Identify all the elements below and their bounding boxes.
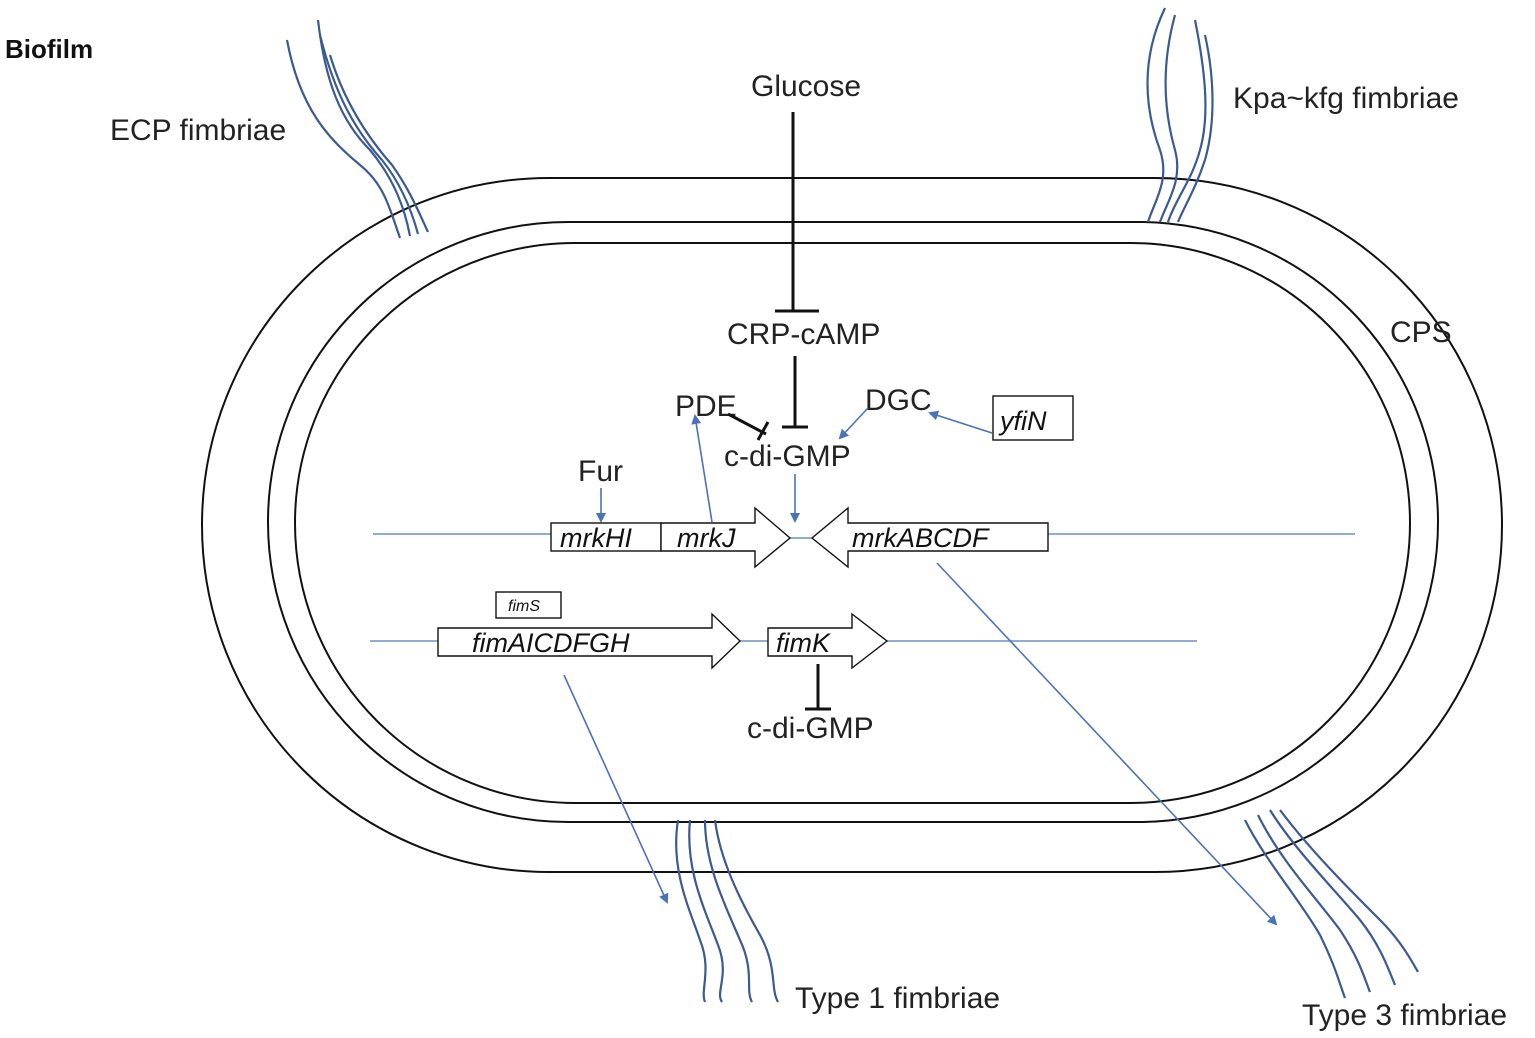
mrkj-to-pde-arrow [691, 414, 713, 523]
type3-fimbriae-label: Type 3 fimbriae [1302, 999, 1507, 1032]
c-di-gmp-bottom-label: c-di-GMP [747, 712, 874, 745]
mrkabcdf-gene-arrow [810, 506, 1049, 569]
glucose-label: Glucose [751, 70, 861, 103]
fimk-gene-arrow [767, 612, 889, 670]
ecp-fimbriae-label: ECP fimbriae [110, 114, 286, 147]
kpa-kfg-fimbriae-strands [1146, 7, 1214, 223]
c-di-gmp-top-label: c-di-GMP [724, 440, 851, 473]
type1-fimbriae-label: Type 1 fimbriae [795, 982, 1000, 1015]
fimaicdfgh-gene-arrow [437, 612, 742, 670]
fur-label: Fur [578, 455, 623, 488]
fimk-gene-label: fimK [776, 628, 831, 658]
fimaicdfgh-gene-label: fimAICDFGH [472, 628, 630, 658]
fims-gene-box [495, 591, 562, 619]
crp-camp-label: CRP-cAMP [727, 318, 880, 351]
mrkj-gene-label: mrkJ [677, 523, 736, 553]
dgc-activates-cdigmp-arrow [838, 407, 869, 440]
pde-inhibition-bar [756, 421, 770, 441]
mrkhi-gene-label: mrkHI [560, 523, 632, 553]
diagram-title: Biofilm [5, 34, 93, 64]
cps-label: CPS [1390, 316, 1452, 349]
pde-label: PDE [675, 390, 737, 423]
fims-gene-label: fimS [508, 598, 540, 615]
yfin-to-dgc-arrow [928, 410, 993, 434]
type1-fimbriae-strands [675, 819, 779, 1003]
cell-envelope [201, 177, 1503, 873]
yfin-gene-box [992, 395, 1074, 441]
dgc-label: DGC [865, 384, 932, 417]
mrk-to-type3-fimbriae-arrow [936, 562, 1278, 926]
middle-membrane [267, 221, 1439, 823]
type3-fimbriae-strands [1244, 809, 1419, 999]
kpa-kfg-fimbriae-label: Kpa~kfg fimbriae [1233, 82, 1459, 115]
yfin-gene-label: yfiN [998, 406, 1047, 436]
mrkabcdf-gene-label: mrkABCDF [852, 523, 990, 553]
outer-membrane [201, 177, 1503, 873]
mrkj-gene-arrow [660, 506, 792, 569]
fim-to-type1-fimbriae-arrow [563, 674, 669, 904]
inner-membrane [294, 242, 1411, 804]
pde-inhibits-cdigmp-line [727, 412, 767, 436]
ecp-fimbriae-strands [285, 19, 429, 239]
